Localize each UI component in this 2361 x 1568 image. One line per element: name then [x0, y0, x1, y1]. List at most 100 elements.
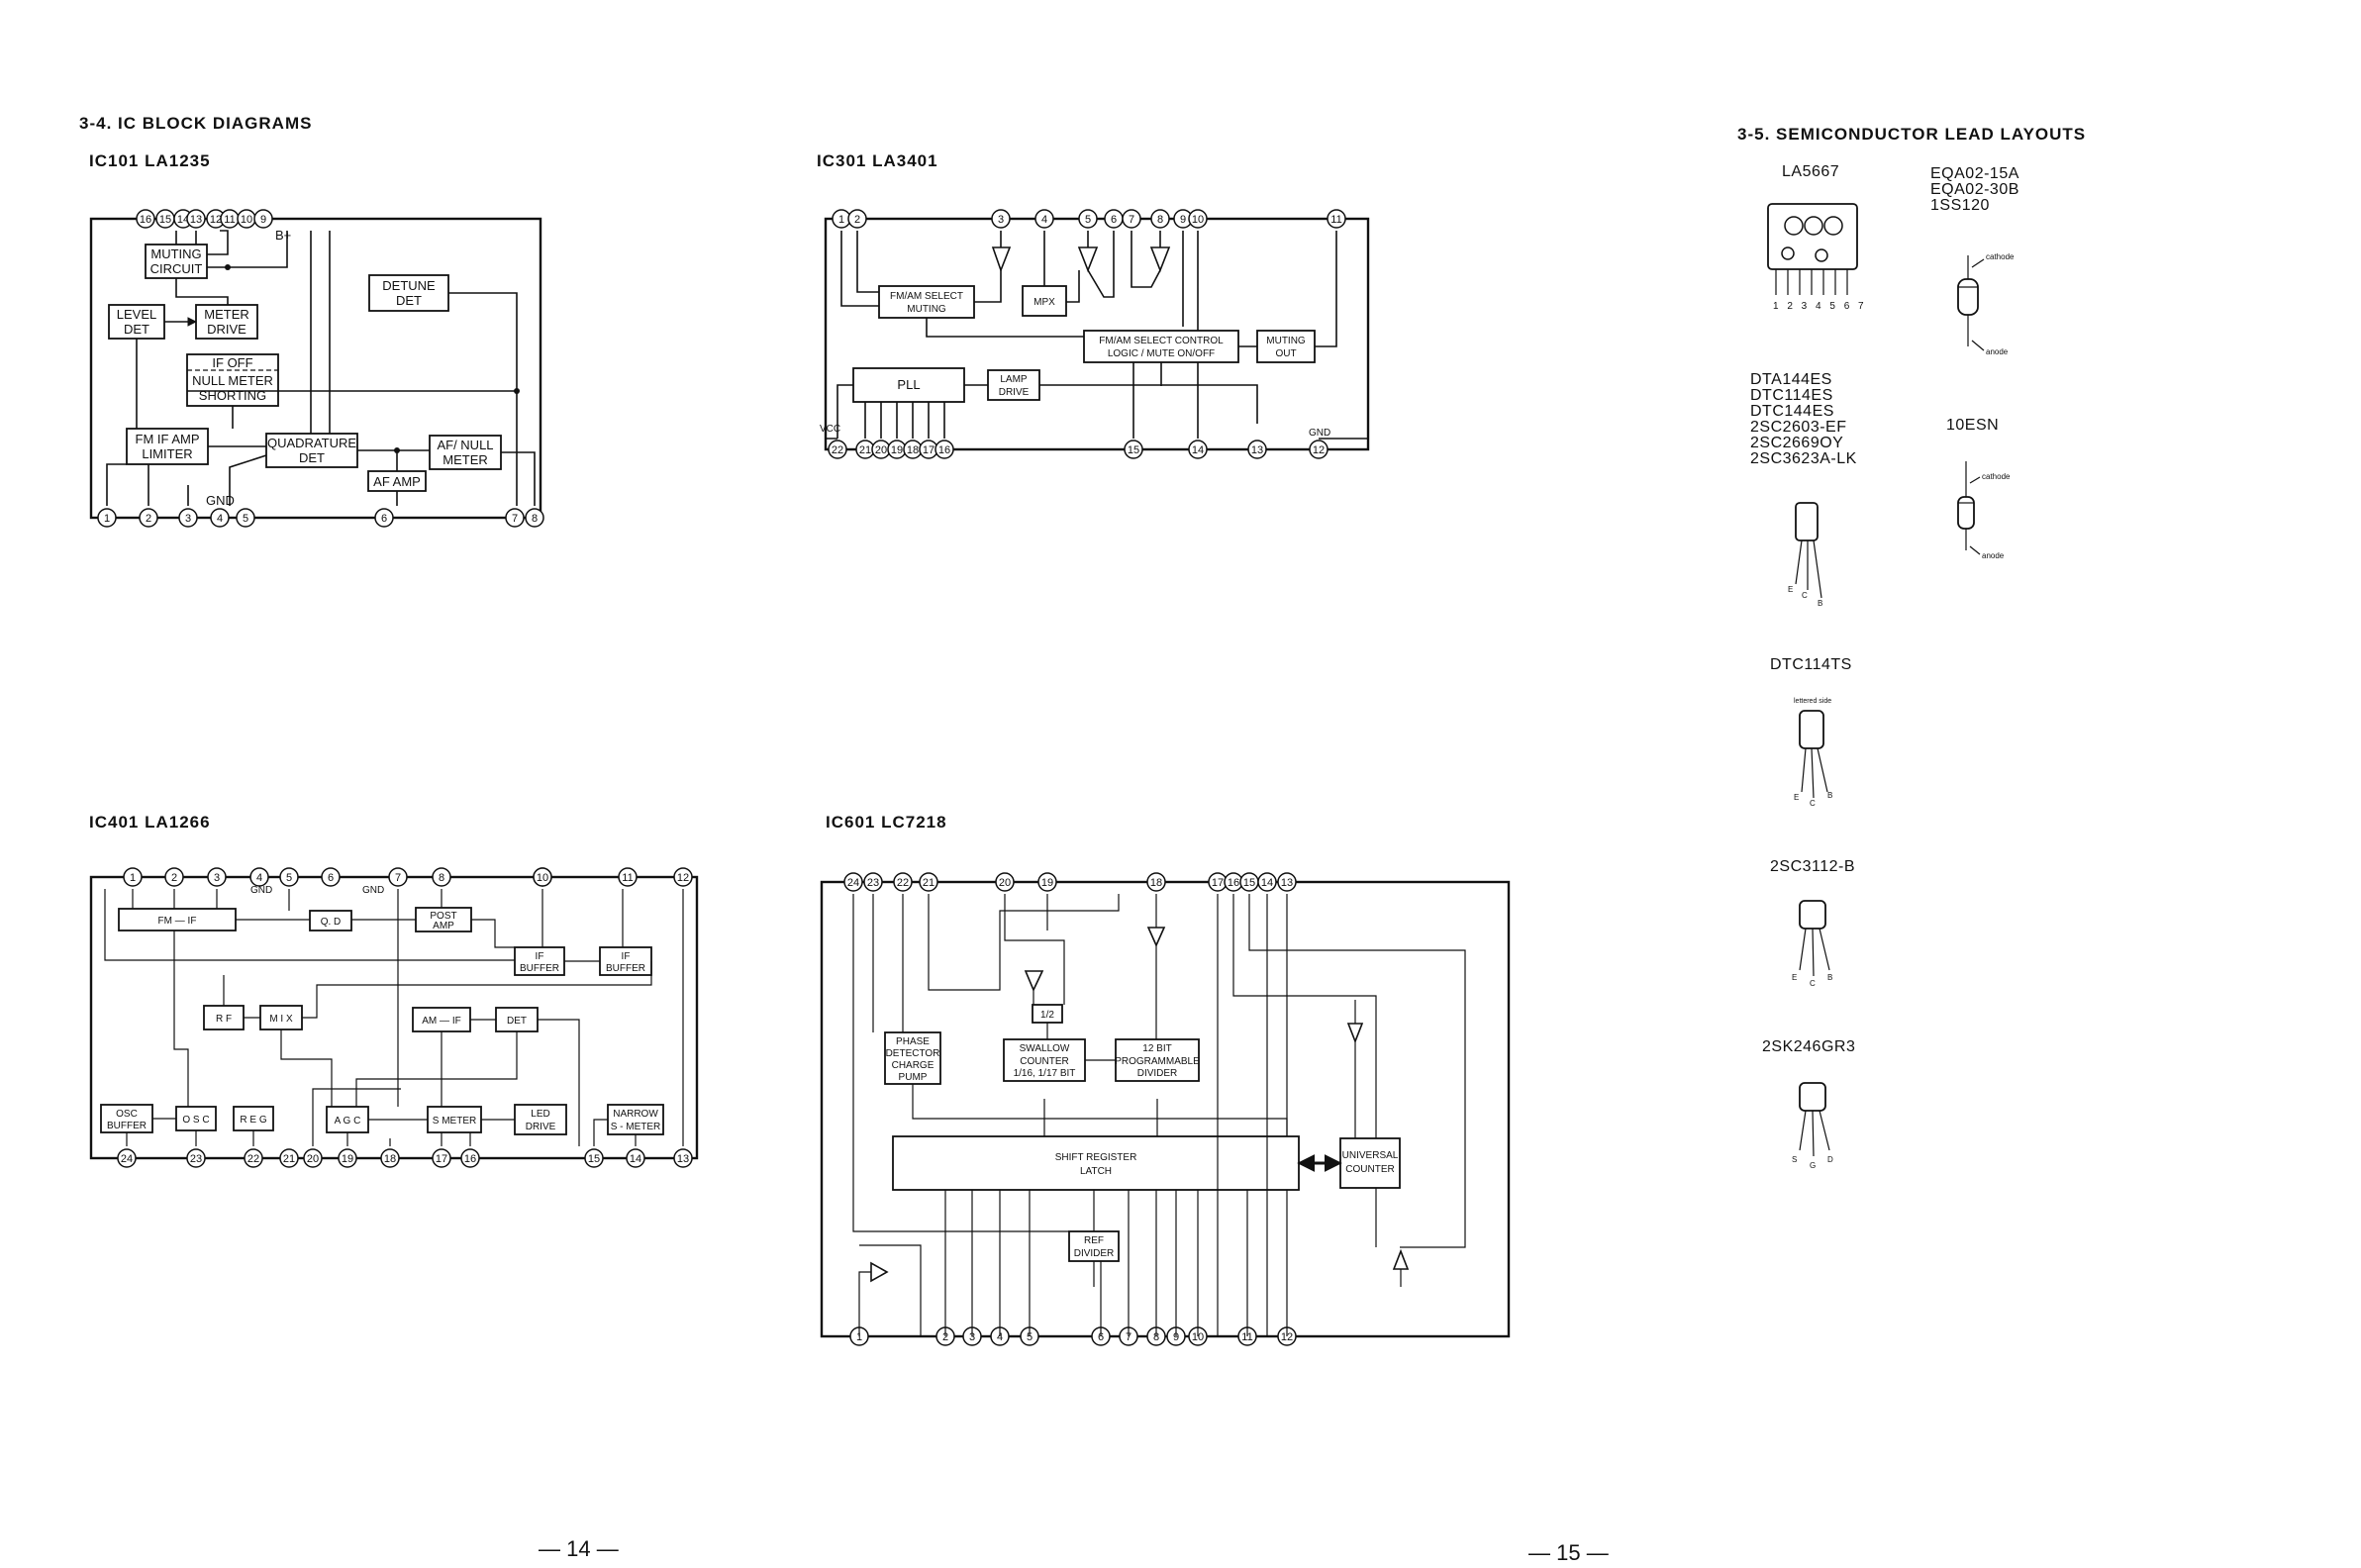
- ic601-pd-line4: PUMP: [899, 1072, 928, 1083]
- ic301-pll-label: PLL: [897, 377, 920, 392]
- esn-anode-label: anode: [1982, 551, 2005, 560]
- ic301-top-pin-circle: [1034, 209, 1054, 229]
- ic301-top-pin-circle: [1150, 209, 1170, 229]
- ic101-bottom-pin-circle: [505, 508, 525, 528]
- dtc114ts-pin-b: B: [1827, 791, 1832, 800]
- ic301-bottom-pin-circle: [1309, 440, 1328, 459]
- ic301-bottom-pin-label: 15: [1128, 444, 1139, 456]
- page-number-left: — 14 —: [539, 1536, 619, 1561]
- ic401-top-pin-label: 10: [537, 872, 548, 884]
- ic301-gnd-label: GND: [1309, 428, 1330, 439]
- ic301-title: IC301 LA3401: [817, 151, 938, 170]
- ic401-amif-label: AM — IF: [422, 1016, 460, 1027]
- ic401-ifbuf2-line2: BUFFER: [606, 963, 645, 974]
- ic401-top-pin-circle: [321, 867, 341, 887]
- ic401-gnd2-label: GND: [362, 885, 384, 896]
- ic601-top-pin-label: 24: [847, 877, 859, 889]
- ic301-bottom-pin-circle: [1247, 440, 1267, 459]
- ic101-meter-line2: DRIVE: [207, 322, 246, 337]
- ic101-top-pin-circle: [136, 209, 155, 229]
- transistor-to92-icon: [1795, 502, 1822, 599]
- ic601-div-label: 1/2: [1040, 1010, 1054, 1021]
- ic301-top-pin-circle: [991, 209, 1011, 229]
- ic101-top-pin-label: 15: [159, 214, 171, 226]
- ic601-bottom-pin-label: 3: [969, 1331, 975, 1343]
- ic101-bottom-pin-circle: [236, 508, 255, 528]
- ic101-bottom-pin-label: 6: [381, 513, 387, 525]
- c2sc3112-pin-b: B: [1827, 973, 1832, 982]
- ic401-led-line1: LED: [531, 1109, 549, 1120]
- ic401-narrow-line1: NARROW: [613, 1109, 658, 1120]
- ic601-ref-line2: DIVIDER: [1074, 1248, 1115, 1259]
- ic601-title: IC601 LC7218: [826, 813, 947, 832]
- ic101-ifoff-line2: NULL METER: [192, 373, 273, 388]
- ic301-bottom-pin-label: 21: [859, 444, 871, 456]
- ic601-bottom-pin-label: 8: [1153, 1331, 1159, 1343]
- ic401-bottom-pin-circle: [244, 1148, 263, 1168]
- ic301-lamp-line2: DRIVE: [999, 387, 1030, 398]
- diode-axial-icon: [1957, 255, 1985, 351]
- ic401-bottom-pin-circle: [303, 1148, 323, 1168]
- ic301-bottom-pin-label: 12: [1313, 444, 1325, 456]
- ic401-top-pin-label: 11: [622, 872, 633, 884]
- diode-group-line3: 1SS120: [1930, 197, 1990, 214]
- ic401-top-pin-label: 5: [286, 872, 292, 884]
- ic401-bottom-pin-circle: [673, 1148, 693, 1168]
- ic601-sr-line1: SHIFT REGISTER: [1055, 1152, 1137, 1163]
- ic601-top-pin-label: 14: [1261, 877, 1273, 889]
- ic401-bottom-pin-circle: [186, 1148, 206, 1168]
- ic301-top-pin-label: 10: [1192, 214, 1204, 226]
- c2sc3112-package-icon: [1799, 900, 1830, 977]
- ic601-pd-line1: PHASE: [896, 1036, 930, 1047]
- ic401-bottom-pin-circle: [117, 1148, 137, 1168]
- ic301-bottom-pin-circle: [935, 440, 954, 459]
- lead-layouts-heading: 3-5. SEMICONDUCTOR LEAD LAYOUTS: [1737, 125, 2086, 144]
- ic101-afamp-label: AF AMP: [373, 474, 421, 489]
- ic401-top-pin-circle: [432, 867, 451, 887]
- ic401-ifbuf1-line2: BUFFER: [520, 963, 559, 974]
- ic601-bottom-pin-label: 4: [997, 1331, 1003, 1343]
- ic401-top-pin-label: 12: [677, 872, 689, 884]
- ic401-gnd1-label: GND: [250, 885, 272, 896]
- transistor-group-pin-e: E: [1788, 585, 1793, 594]
- ic101-muting-line2: CIRCUIT: [150, 261, 203, 276]
- dtc114ts-label: DTC114TS: [1770, 656, 1852, 673]
- ic301-bottom-pin-label: 18: [907, 444, 919, 456]
- ic301-fmam-line2: MUTING: [907, 304, 946, 315]
- transistor-group-line3: DTC144ES: [1750, 403, 1834, 420]
- ic601-sw-line1: SWALLOW: [1020, 1043, 1070, 1054]
- ic101-bottom-pin-label: 2: [146, 513, 151, 525]
- ic401-bottom-pin-label: 20: [307, 1153, 319, 1165]
- ic601-pr-line3: DIVIDER: [1137, 1068, 1178, 1079]
- ic601-sw-line2: COUNTER: [1020, 1056, 1068, 1067]
- ic101-title: IC101 LA1235: [89, 151, 211, 170]
- ic101-top-pin-label: 9: [260, 214, 266, 226]
- c2sc3112-pin-c: C: [1810, 979, 1816, 988]
- ic401-top-pin-label: 6: [328, 872, 334, 884]
- ic401-top-pin-circle: [533, 867, 552, 887]
- ic101-bottom-pin-circle: [525, 508, 544, 528]
- sk246-pin-s: S: [1792, 1155, 1797, 1164]
- ic401-ifbuf1-line1: IF: [536, 951, 544, 962]
- ic401-bottom-pin-circle: [338, 1148, 357, 1168]
- page-number-right: — 15 —: [1528, 1540, 1609, 1565]
- ic401-post-line1: POST: [430, 911, 456, 922]
- ic301-top-pin-circle: [1188, 209, 1208, 229]
- ic401-ifbuf2-line1: IF: [622, 951, 631, 962]
- ic601-pd-line2: DETECTOR: [886, 1048, 940, 1059]
- ic101-fmif-line2: LIMITER: [142, 446, 192, 461]
- ic601-top-pin-circle: [1037, 872, 1057, 892]
- la5667-label: LA5667: [1782, 163, 1839, 180]
- ic101-afnull-line1: AF/ NULL: [437, 438, 493, 452]
- ic101-muting-line1: MUTING: [150, 246, 201, 261]
- ic301-ctrl-line1: FM/AM SELECT CONTROL: [1099, 336, 1224, 346]
- ic101-bottom-pin-label: 7: [512, 513, 518, 525]
- ic601-pr-line2: PROGRAMMABLE: [1115, 1056, 1200, 1067]
- ic301-bottom-pin-circle: [828, 440, 847, 459]
- ic101-afnull-line2: METER: [443, 452, 488, 467]
- transistor-group-line2: DTC114ES: [1750, 387, 1833, 404]
- transistor-group-line6: 2SC3623A-LK: [1750, 450, 1857, 467]
- ic101-bottom-pin-circle: [139, 508, 158, 528]
- ic101-bottom-pin-circle: [374, 508, 394, 528]
